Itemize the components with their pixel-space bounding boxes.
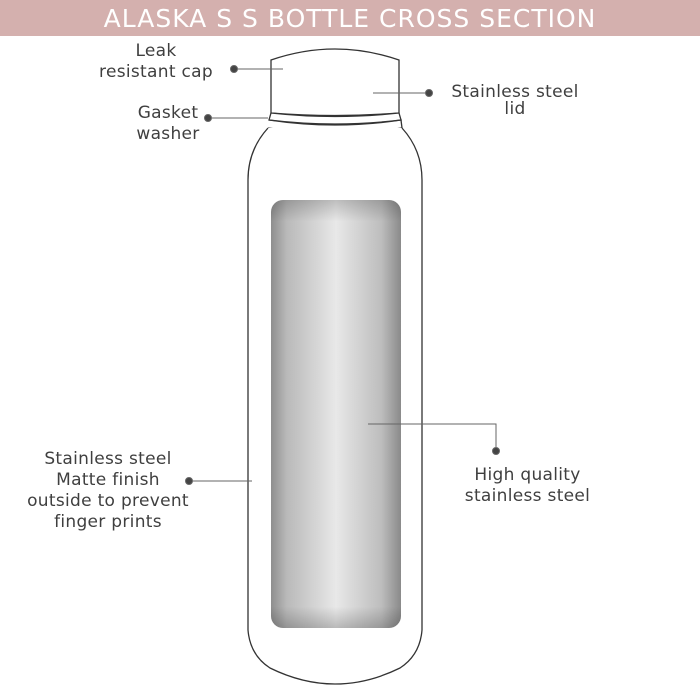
- label-matte-finish-outside: Stainless steel Matte finish outside to …: [27, 449, 189, 532]
- label-gasket-washer: Gasket washer: [136, 103, 200, 144]
- bottle-cap: [270, 48, 400, 117]
- label-leak-resistant-cap: Leak resistant cap: [99, 41, 213, 82]
- label-high-quality-steel: High quality stainless steel: [464, 465, 591, 506]
- page-title: ALASKA S S BOTTLE CROSS SECTION: [103, 3, 597, 33]
- label-stainless-steel-lid: Stainless steel lid: [451, 82, 579, 119]
- title-banner: ALASKA S S BOTTLE CROSS SECTION: [0, 0, 700, 36]
- gasket-washer: [267, 112, 403, 134]
